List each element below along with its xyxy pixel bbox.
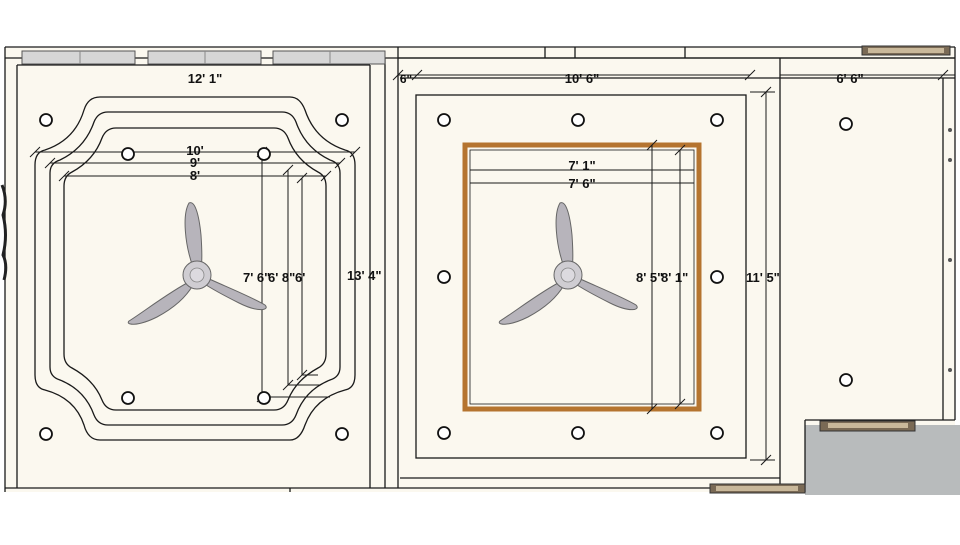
panel-width-1: 7' 1" xyxy=(568,158,595,173)
wall-cable-icon xyxy=(0,184,8,281)
recessed-light-icon xyxy=(335,427,349,441)
left-tier-length-3: 6' xyxy=(295,270,305,285)
wall-outlets xyxy=(948,128,952,372)
recessed-light-icon xyxy=(710,113,724,127)
recessed-light-icon xyxy=(39,113,349,441)
left-tier-width-2: 9' xyxy=(190,155,200,170)
recessed-light-icon xyxy=(437,113,451,127)
floor-area xyxy=(5,47,955,492)
middle-tray-ceiling xyxy=(415,94,747,459)
recessed-light-icon xyxy=(710,426,724,440)
recessed-light-icon xyxy=(839,373,853,387)
recessed-light-icon xyxy=(257,147,271,161)
recessed-light-icon xyxy=(335,113,349,127)
recessed-light-icon xyxy=(839,117,853,131)
ceiling-fan-icon xyxy=(498,202,638,325)
recessed-light-icon xyxy=(39,113,53,127)
middle-left-gap-label: 6" xyxy=(400,72,412,86)
recessed-light-icon xyxy=(39,427,53,441)
panel-length-2: 8' 1" xyxy=(661,270,688,285)
windows-top xyxy=(21,50,386,65)
ceiling-fan-icon xyxy=(127,202,267,325)
recessed-light-icon xyxy=(571,113,585,127)
right-dimensions xyxy=(780,69,955,81)
left-dimensions xyxy=(29,146,361,403)
left-tier-length-1: 7' 6" xyxy=(243,270,270,285)
recessed-light-icon xyxy=(257,391,271,405)
left-tray-ceiling xyxy=(34,96,356,441)
left-tier-width-1: 10' xyxy=(186,143,204,158)
recessed-light-icon xyxy=(121,147,135,161)
recessed-light-icon xyxy=(437,270,451,284)
middle-width-label: 10' 6" xyxy=(565,71,600,86)
window-3 xyxy=(272,50,386,65)
panel-length-1: 8' 5" xyxy=(636,270,663,285)
recessed-light-icon xyxy=(571,426,585,440)
middle-lights xyxy=(437,113,724,440)
middle-length-label: 11' 5" xyxy=(746,270,780,285)
wood-panel-frame xyxy=(462,142,702,412)
left-room-length-label: 13' 4" xyxy=(347,268,382,283)
recessed-light-icon xyxy=(710,270,724,284)
window-1 xyxy=(21,50,136,65)
right-width-label: 6' 6" xyxy=(836,71,863,86)
wood-panel-inner xyxy=(469,149,695,405)
left-room-width-label: 12' 1" xyxy=(188,71,223,86)
recessed-light-icon xyxy=(121,391,135,405)
right-lights xyxy=(839,117,853,387)
door-icon xyxy=(709,45,951,494)
walls xyxy=(4,46,956,492)
left-tier-length-2: 6' 8" xyxy=(268,270,295,285)
shaded-area xyxy=(805,425,960,495)
left-tier-width-3: 8' xyxy=(190,168,200,183)
middle-dimensions xyxy=(392,69,775,466)
panel-width-2: 7' 6" xyxy=(568,176,595,191)
recessed-light-icon xyxy=(437,426,451,440)
